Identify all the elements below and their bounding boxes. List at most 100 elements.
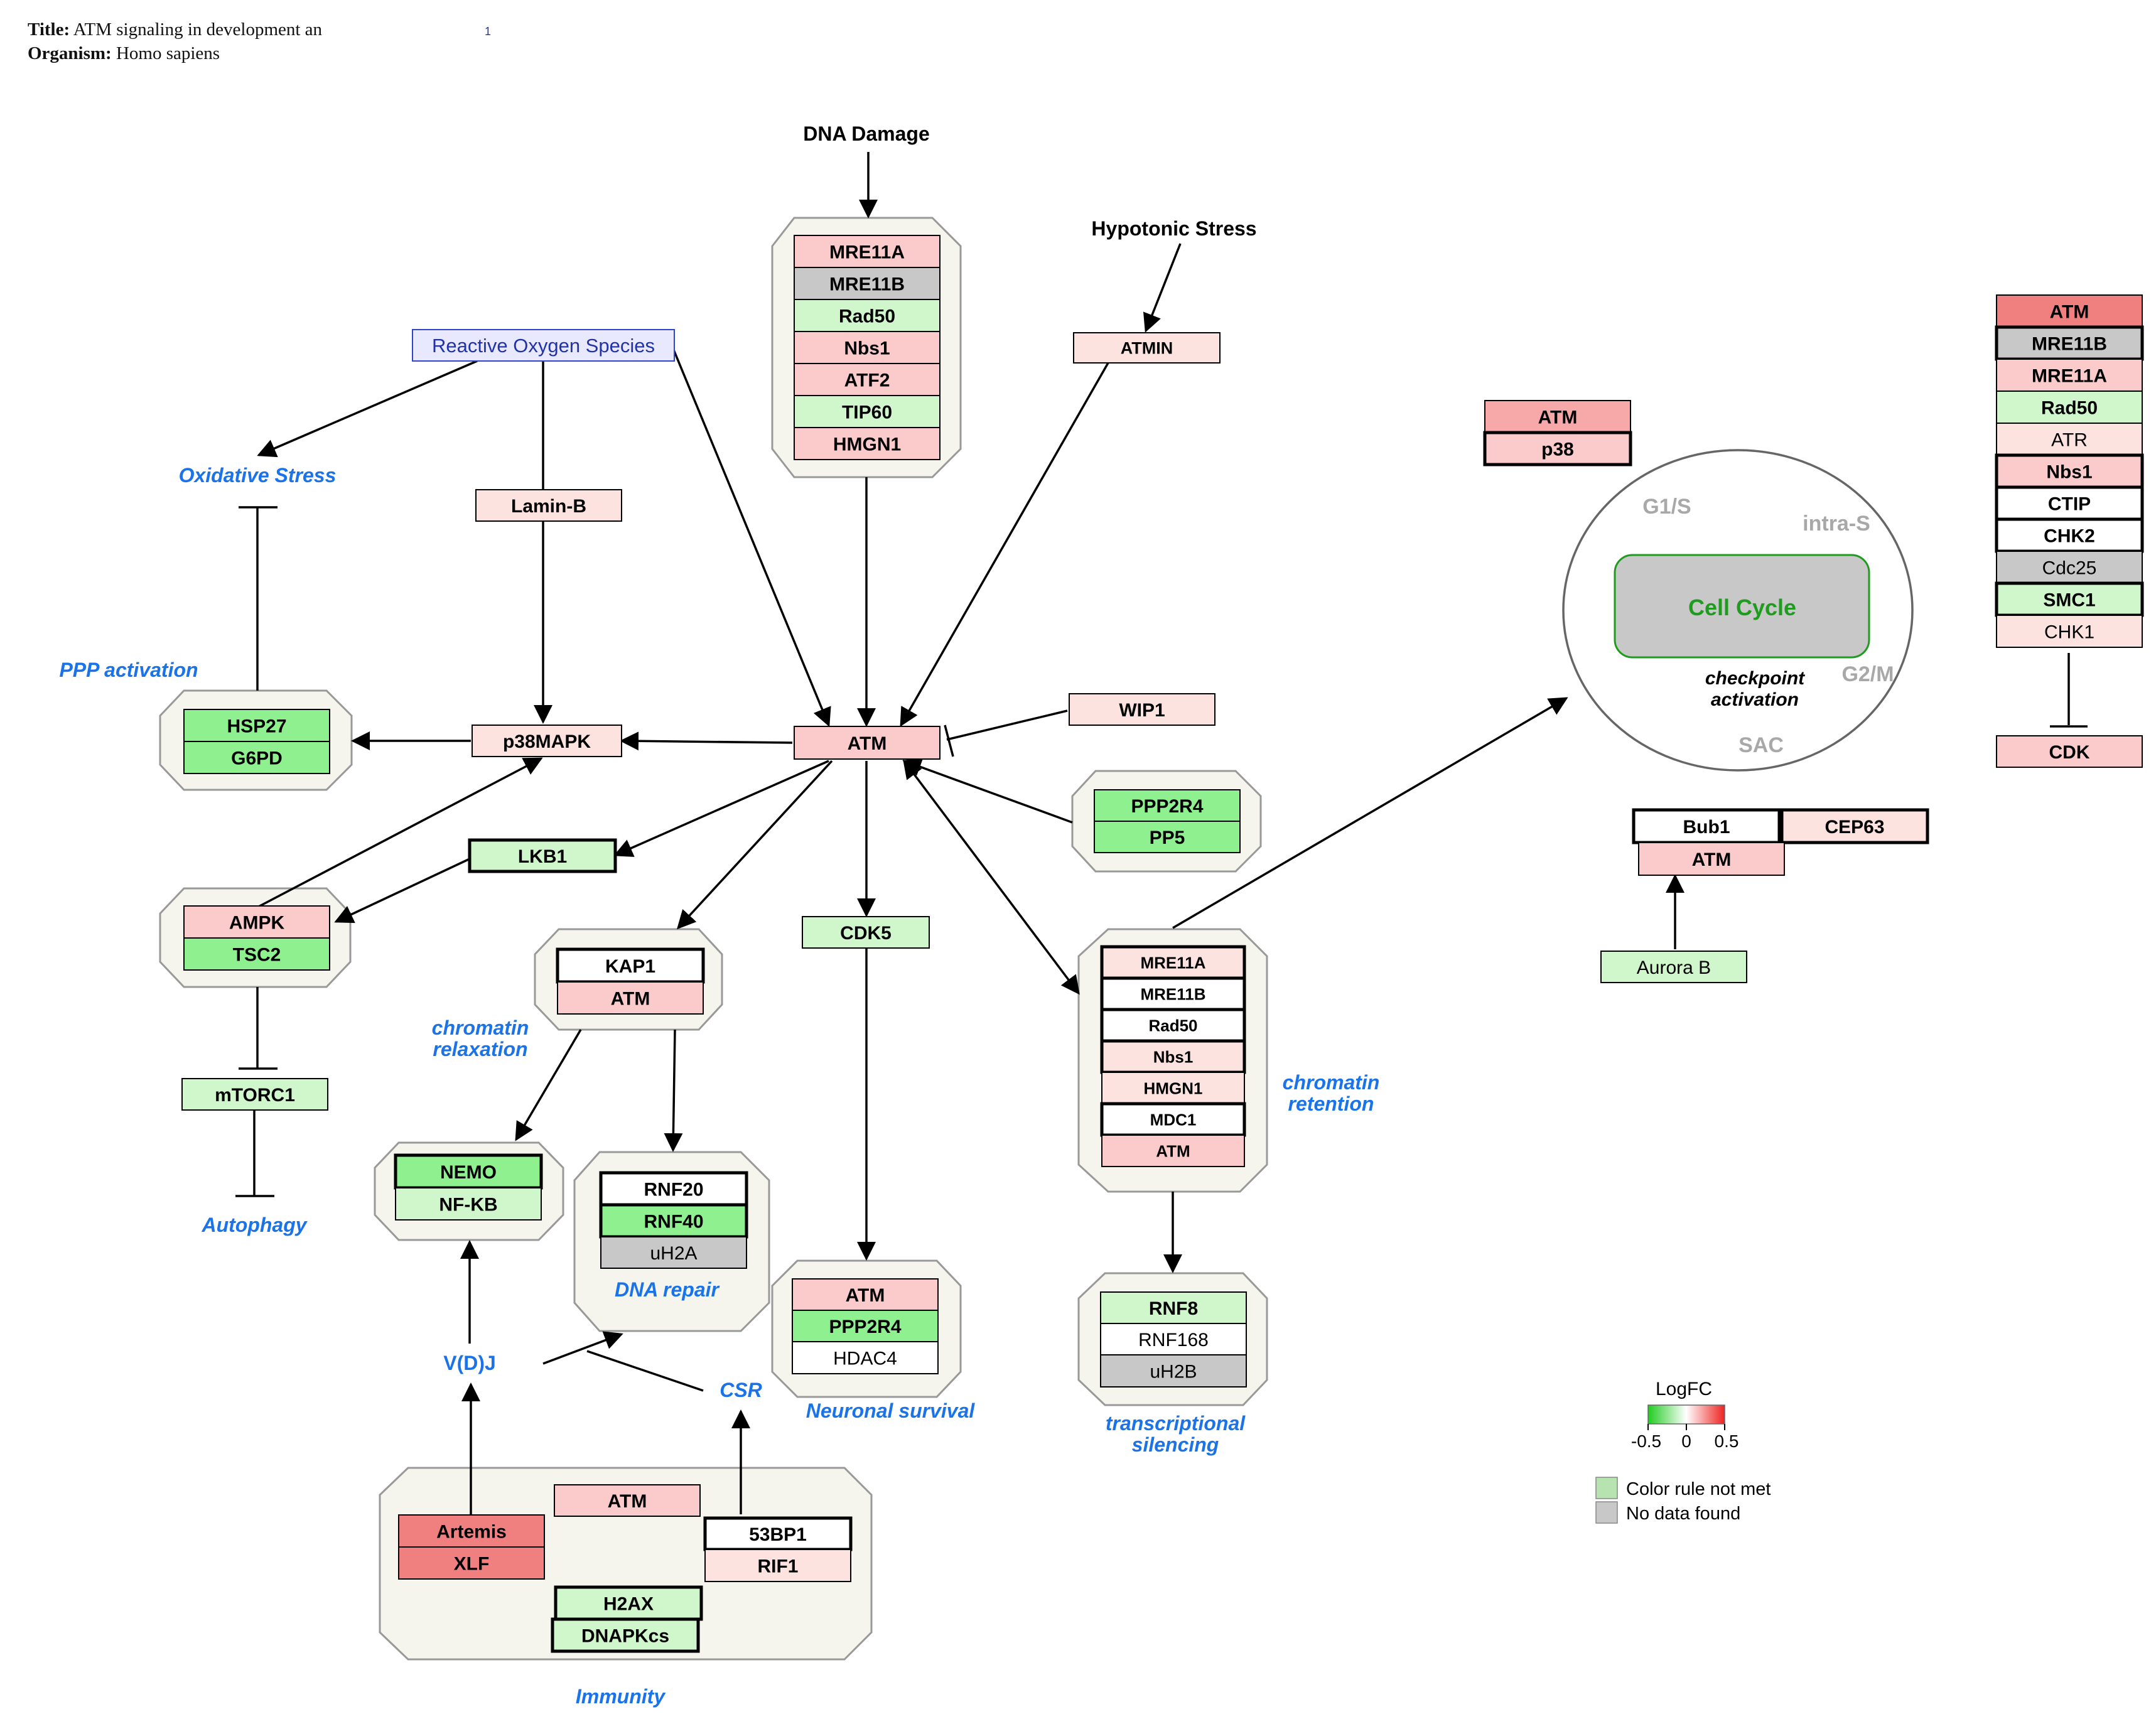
gene-node-atm-center[interactable]: ATM (794, 726, 941, 760)
gene-node-dnapkcs[interactable]: DNAPKcs (551, 1617, 700, 1653)
gene-node-rs-chk1[interactable]: CHK1 (1996, 615, 2143, 648)
gene-node-label-rs-atr: ATR (2051, 429, 2088, 450)
gene-node-artemis[interactable]: Artemis (398, 1514, 545, 1548)
gene-node-rs-cdk[interactable]: CDK (1996, 735, 2143, 768)
gene-node-neu-ppp2r4[interactable]: PPP2R4 (792, 1310, 939, 1342)
gene-node-label-mtorc1: mTORC1 (215, 1085, 295, 1106)
gene-node-ret-hmgn1[interactable]: HMGN1 (1101, 1072, 1245, 1104)
gene-node-uh2b[interactable]: uH2B (1100, 1354, 1247, 1388)
gene-node-mrn-tip60[interactable]: TIP60 (794, 395, 941, 428)
gene-node-label-rif1: RIF1 (757, 1556, 798, 1576)
gene-node-atmp38-atm[interactable]: ATM (1484, 400, 1631, 433)
edge-pp2-to-atm (902, 758, 1073, 824)
gene-node-mrn-atf2[interactable]: ATF2 (794, 363, 941, 396)
gene-node-rs-chk2[interactable]: CHK2 (1995, 517, 2144, 553)
gene-node-imm-atm[interactable]: ATM (554, 1484, 701, 1517)
gene-node-cep63[interactable]: CEP63 (1780, 808, 1929, 844)
gene-node-box-rnf20 (599, 1171, 748, 1207)
edge-ampk-to-p38 (257, 757, 543, 908)
gene-node-atmp38-p38[interactable]: p38 (1483, 431, 1632, 466)
gene-node-rs-mre11b[interactable]: MRE11B (1995, 325, 2144, 361)
gene-node-rnf168[interactable]: RNF168 (1100, 1323, 1247, 1355)
gene-node-g6pd[interactable]: G6PD (183, 741, 330, 774)
gene-node-nemo[interactable]: NEMO (394, 1153, 543, 1190)
gene-node-atmin[interactable]: ATMIN (1073, 332, 1221, 364)
edge-atmin-to-atm (900, 362, 1109, 727)
gene-node-cdk5[interactable]: CDK5 (802, 916, 930, 949)
gene-node-label-tsc2: TSC2 (233, 944, 281, 965)
gene-node-ret-nbs1[interactable]: Nbs1 (1100, 1039, 1246, 1074)
gene-node-box-ros (412, 329, 675, 362)
gene-node-label-rs-mre11b: MRE11B (2032, 333, 2107, 354)
gene-node-rs-rad50[interactable]: Rad50 (1996, 391, 2143, 424)
gene-node-ret-mre11a[interactable]: MRE11A (1100, 945, 1246, 980)
gene-node-label-p38mapk: p38MAPK (503, 731, 591, 752)
gene-node-mrn-mre11b[interactable]: MRE11B (794, 267, 941, 300)
gene-node-tsc2[interactable]: TSC2 (183, 937, 330, 971)
gene-node-label-rs-mre11a: MRE11A (2032, 365, 2107, 386)
gene-node-mrn-mre11a[interactable]: MRE11A (794, 235, 941, 268)
label-chromatin-retention-1: chromatin (1283, 1071, 1380, 1094)
gene-node-xlf[interactable]: XLF (398, 1546, 545, 1580)
gene-node-bub1-atm[interactable]: ATM (1638, 842, 1785, 876)
gene-node-box-mrn-nbs1 (794, 331, 941, 364)
gene-node-ret-atm[interactable]: ATM (1101, 1134, 1245, 1167)
gene-node-box-rs-atm (1996, 294, 2143, 328)
gene-node-box-cdk5 (802, 916, 930, 949)
gene-node-pp5[interactable]: PP5 (1094, 821, 1241, 853)
gene-node-rnf8[interactable]: RNF8 (1100, 1291, 1247, 1324)
gene-node-rnf40[interactable]: RNF40 (599, 1203, 748, 1239)
gene-node-53bp1[interactable]: 53BP1 (703, 1516, 853, 1551)
label-oxidative-stress: Oxidative Stress (179, 464, 337, 487)
gene-node-h2ax[interactable]: H2AX (554, 1585, 703, 1621)
gene-node-ret-mre11b[interactable]: MRE11B (1100, 976, 1246, 1011)
gene-node-rs-smc1[interactable]: SMC1 (1995, 581, 2144, 617)
gene-node-label-ret-atm: ATM (1156, 1141, 1190, 1160)
gene-node-box-nf-kb (395, 1187, 542, 1221)
gene-node-aurora-b[interactable]: Aurora B (1600, 951, 1747, 983)
gene-node-uh2a[interactable]: uH2A (600, 1236, 747, 1269)
edge-kap1-to-rnf20 (664, 1029, 683, 1152)
gene-node-lamin-b[interactable]: Lamin-B (475, 489, 622, 522)
gene-node-kap1[interactable]: KAP1 (556, 947, 705, 984)
gene-node-rif1[interactable]: RIF1 (704, 1549, 851, 1582)
gene-node-p38mapk[interactable]: p38MAPK (472, 725, 622, 757)
gene-node-box-mrn-hmgn1 (794, 427, 941, 460)
gene-node-hsp27[interactable]: HSP27 (183, 709, 330, 742)
gene-node-label-atmp38-atm: ATM (1538, 407, 1578, 428)
label-transcriptional-silencing-2: silencing (1132, 1433, 1219, 1456)
gene-node-rnf20[interactable]: RNF20 (599, 1171, 748, 1207)
gene-node-bub1[interactable]: Bub1 (1632, 808, 1781, 844)
header: Title: ATM signaling in development an O… (28, 18, 322, 65)
gene-node-ppp2r4[interactable]: PPP2R4 (1094, 789, 1241, 822)
page-marker: 1 (485, 25, 492, 38)
gene-node-mtorc1[interactable]: mTORC1 (181, 1078, 328, 1111)
gene-node-box-atm-center (794, 726, 941, 760)
gene-node-wip1[interactable]: WIP1 (1069, 693, 1215, 726)
gene-node-box-uh2a (600, 1236, 747, 1269)
gene-node-mrn-hmgn1[interactable]: HMGN1 (794, 427, 941, 460)
gene-node-rs-atr[interactable]: ATR (1996, 423, 2143, 456)
gene-node-ros[interactable]: Reactive Oxygen Species (412, 329, 675, 362)
gene-node-rs-ctip[interactable]: CTIP (1995, 485, 2144, 521)
gene-node-box-53bp1 (703, 1516, 853, 1551)
gene-node-mrn-nbs1[interactable]: Nbs1 (794, 331, 941, 364)
gene-node-ampk[interactable]: AMPK (183, 905, 330, 939)
gene-node-nf-kb[interactable]: NF-KB (395, 1187, 542, 1221)
gene-node-rs-mre11a[interactable]: MRE11A (1996, 358, 2143, 392)
gene-node-box-mtorc1 (181, 1078, 328, 1111)
legend-swatch-no-data (1595, 1501, 1618, 1524)
gene-node-mrn-rad50[interactable]: Rad50 (794, 299, 941, 332)
gene-node-label-uh2b: uH2B (1150, 1361, 1197, 1382)
gene-node-rs-nbs1[interactable]: Nbs1 (1995, 453, 2144, 489)
gene-node-rs-cdc25[interactable]: Cdc25 (1996, 551, 2143, 584)
gene-node-lkb1[interactable]: LKB1 (468, 838, 617, 873)
gene-node-ret-rad50[interactable]: Rad50 (1100, 1008, 1246, 1043)
gene-node-label-rs-smc1: SMC1 (2043, 590, 2095, 610)
gene-node-box-ret-hmgn1 (1101, 1072, 1245, 1104)
gene-node-ret-mdc1[interactable]: MDC1 (1100, 1102, 1246, 1137)
gene-node-neu-atm[interactable]: ATM (792, 1278, 939, 1311)
gene-node-neu-hdac4[interactable]: HDAC4 (792, 1341, 939, 1374)
gene-node-kap1-atm[interactable]: ATM (557, 981, 704, 1015)
gene-node-rs-atm[interactable]: ATM (1996, 294, 2143, 328)
